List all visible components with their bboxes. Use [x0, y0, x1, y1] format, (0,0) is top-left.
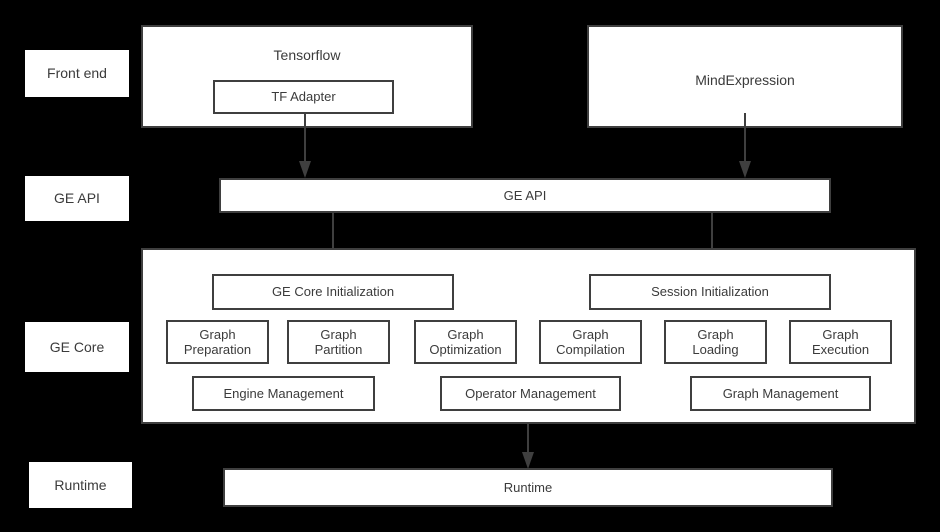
graph-preparation-label: Graph Preparation	[183, 326, 252, 357]
graph-loading-label: Graph Loading	[692, 326, 739, 357]
graph-execution-box[interactable]: Graph Execution	[789, 320, 892, 364]
mindexpression-label: MindExpression	[695, 72, 795, 88]
graph-preparation-box[interactable]: Graph Preparation	[166, 320, 269, 364]
graph-optimization-box[interactable]: Graph Optimization	[414, 320, 517, 364]
runtime-bar-label: Runtime	[503, 479, 553, 495]
arrow-ge-core-to-runtime	[520, 424, 536, 470]
tf-adapter-label: TF Adapter	[271, 89, 336, 105]
ge-api-bar[interactable]: GE API	[219, 178, 831, 213]
graph-management-label: Graph Management	[722, 385, 839, 401]
arrow-mindexpression-to-ge-api	[737, 113, 753, 179]
layer-label-front-end-text: Front end	[47, 65, 107, 82]
engine-management-box[interactable]: Engine Management	[192, 376, 375, 411]
layer-label-front-end: Front end	[25, 50, 129, 97]
engine-management-label: Engine Management	[223, 385, 344, 401]
ge-core-initialization-label: GE Core Initialization	[271, 284, 395, 300]
graph-compilation-label: Graph Compilation	[556, 326, 625, 357]
layer-label-ge-core: GE Core	[25, 322, 129, 372]
ge-core-initialization-box[interactable]: GE Core Initialization	[212, 274, 454, 310]
graph-management-box[interactable]: Graph Management	[690, 376, 871, 411]
graph-execution-label: Graph Execution	[811, 326, 870, 357]
ge-api-bar-label: GE API	[503, 187, 547, 203]
graph-partition-label: Graph Partition	[314, 326, 363, 357]
graph-optimization-label: Graph Optimization	[429, 326, 502, 357]
layer-label-ge-api: GE API	[25, 176, 129, 221]
runtime-bar[interactable]: Runtime	[223, 468, 833, 507]
tf-adapter-box[interactable]: TF Adapter	[213, 80, 394, 114]
session-initialization-label: Session Initialization	[651, 284, 769, 300]
arrow-tf-adapter-to-ge-api	[297, 113, 313, 179]
graph-partition-box[interactable]: Graph Partition	[287, 320, 390, 364]
operator-management-label: Operator Management	[465, 385, 596, 401]
session-initialization-box[interactable]: Session Initialization	[589, 274, 831, 310]
layer-label-runtime: Runtime	[29, 462, 132, 508]
layer-label-runtime-text: Runtime	[54, 476, 107, 493]
layer-label-ge-core-text: GE Core	[49, 338, 105, 355]
graph-loading-box[interactable]: Graph Loading	[664, 320, 767, 364]
operator-management-box[interactable]: Operator Management	[440, 376, 621, 411]
tensorflow-label: Tensorflow	[273, 47, 341, 63]
graph-compilation-box[interactable]: Graph Compilation	[539, 320, 642, 364]
layer-label-ge-api-text: GE API	[54, 190, 100, 207]
